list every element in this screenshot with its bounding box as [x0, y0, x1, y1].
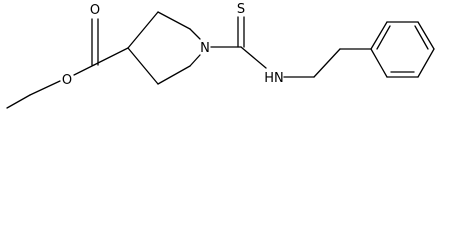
bond-ring-c2-n — [189, 28, 201, 40]
bond-thiocarbonyl-nh — [240, 46, 267, 69]
bond-ring-c6-n — [189, 54, 201, 67]
bond-ch2-ch2 — [313, 48, 341, 78]
bond-ethyl-ch2-o — [29, 80, 61, 96]
bond-carbonyl-ring — [93, 47, 129, 66]
bond-phenyl-3-inner — [414, 25, 429, 50]
bond-phenyl-3 — [417, 21, 435, 50]
molecule-drawing: O O N S HN — [6, 2, 435, 109]
bond-ring-c5-c6 — [157, 65, 191, 85]
carbonyl-oxygen-label: O — [90, 3, 100, 18]
bond-phenyl-1 — [370, 21, 388, 50]
bond-o-carbonyl — [73, 64, 95, 76]
bond-phenyl-4 — [417, 48, 435, 78]
structure-diagram: O O N S HN — [0, 0, 449, 114]
bond-ring-c4-c5 — [127, 47, 159, 85]
bond-phenyl-1-inner — [376, 25, 391, 50]
thione-sulfur-label: S — [237, 2, 245, 17]
ester-oxygen-label: O — [62, 73, 72, 88]
bond-ring-c4-c3 — [127, 11, 159, 49]
amide-nh-label: HN — [264, 71, 284, 86]
bond-phenyl-6 — [370, 48, 388, 78]
bond-ring-c3-c2 — [157, 11, 191, 30]
bond-ethyl-ch3 — [6, 94, 31, 109]
ring-nitrogen-label: N — [200, 41, 210, 56]
